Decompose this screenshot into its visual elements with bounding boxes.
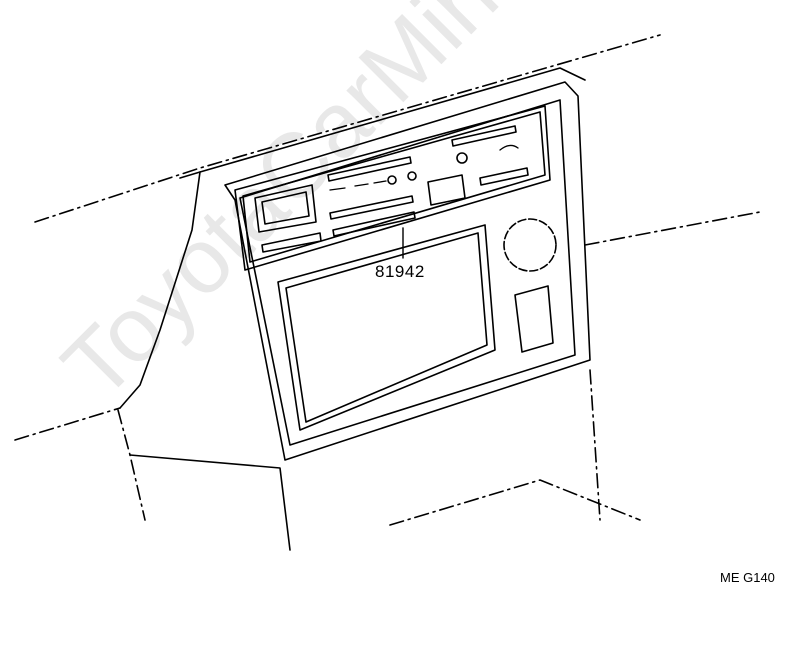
part-number-label: 81942 (375, 262, 425, 281)
slider-right-top (451, 125, 517, 147)
icon-circle-b (407, 171, 417, 181)
slider-top (327, 156, 412, 182)
display-box (254, 184, 317, 233)
slider-right-bottom (479, 167, 529, 186)
inner-panel (239, 99, 576, 446)
control-unit (234, 105, 551, 271)
small-slot (514, 285, 554, 353)
dash-outline-floor (389, 479, 641, 526)
console-lower-left (129, 454, 291, 551)
icon-circle-a (387, 175, 397, 185)
slider-mid (329, 195, 414, 220)
dash-outline-right (584, 211, 761, 246)
outer-panel (224, 81, 591, 461)
icon-swirl (499, 144, 519, 151)
dash-outline-lower-right (589, 369, 601, 521)
control-unit-inner (242, 111, 546, 263)
dash-outline-top (34, 34, 661, 223)
dash-outline-left (14, 407, 121, 441)
slider-bottom (332, 211, 416, 237)
round-vent (503, 218, 557, 272)
display-screen (261, 191, 310, 225)
dash-outline-left-leg (117, 409, 146, 521)
storage-opening (277, 224, 496, 431)
console-top-edge (199, 67, 586, 173)
storage-inner (285, 232, 488, 423)
figure-code: ME G140 (720, 570, 775, 585)
mode-button (427, 174, 466, 206)
icon-circle-c (456, 152, 468, 164)
icon-row (329, 180, 387, 191)
console-left-side (119, 171, 201, 409)
display-button (261, 232, 322, 253)
